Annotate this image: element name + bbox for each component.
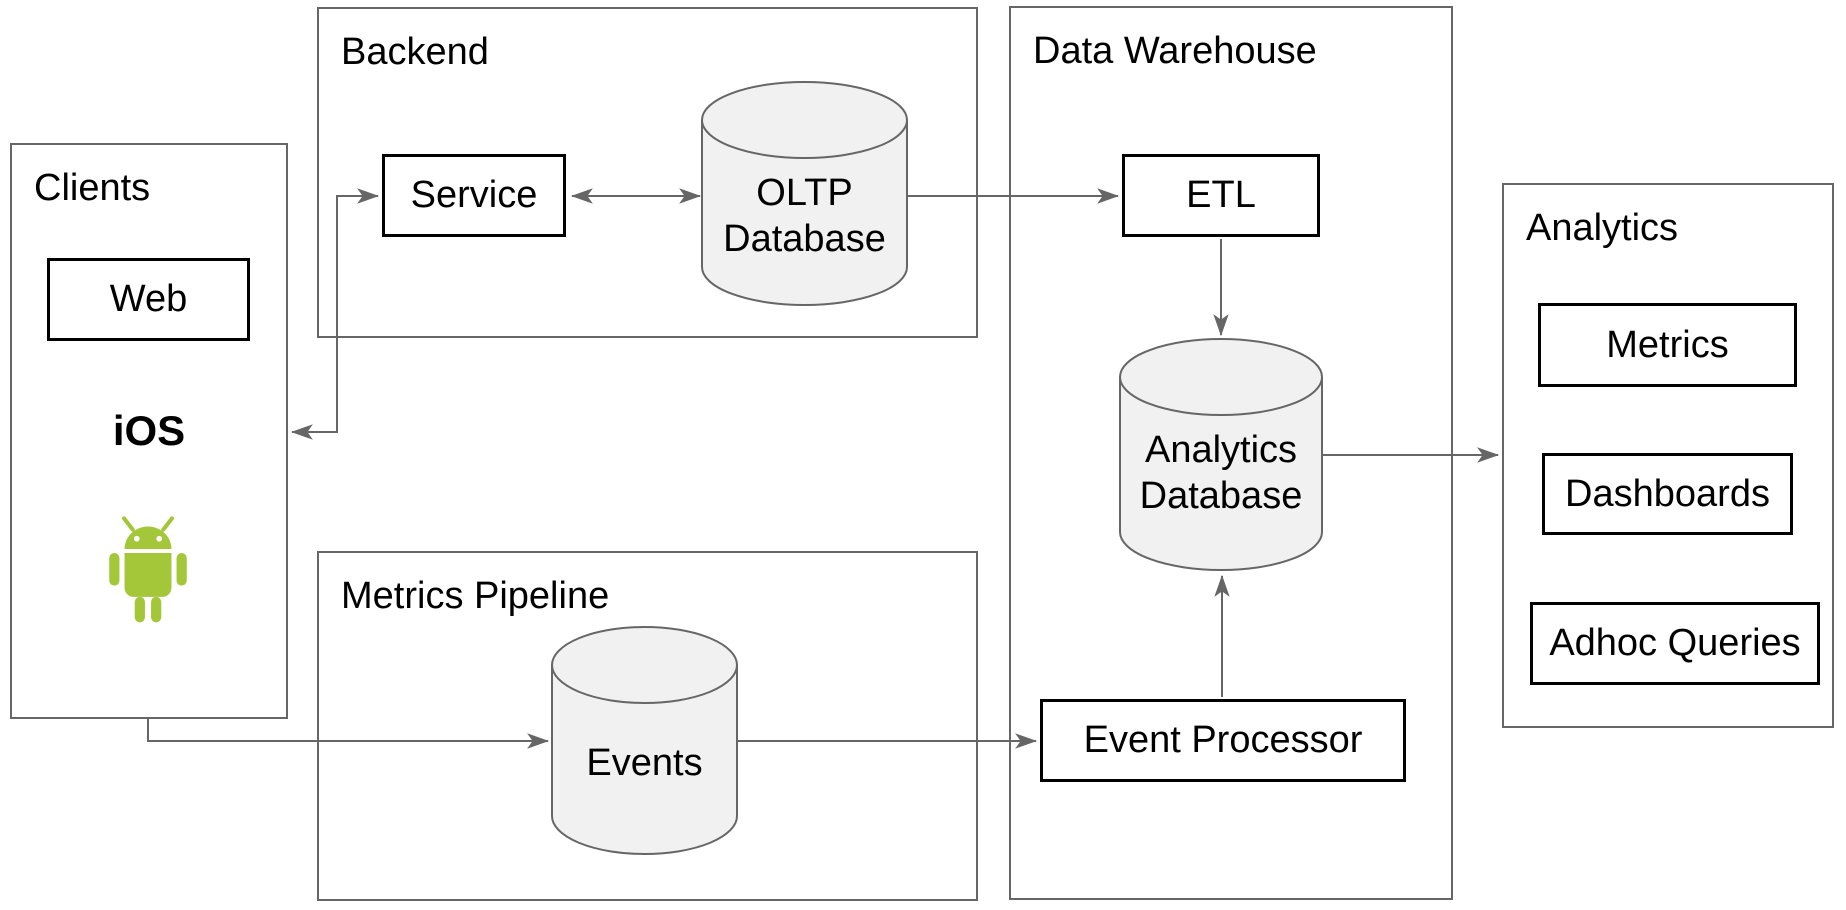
events-label: Events — [586, 742, 703, 784]
backend-group-label: Backend — [341, 31, 489, 73]
data-warehouse-group-label: Data Warehouse — [1033, 30, 1317, 72]
ios-node-label: iOS — [112, 407, 186, 454]
data-warehouse-group: Data Warehouse — [1009, 6, 1453, 900]
clients-group: Clients — [10, 143, 288, 719]
android-robot-icon — [109, 516, 187, 623]
adhoc-queries-node: Adhoc Queries — [1530, 602, 1820, 685]
web-node: Web — [47, 258, 250, 341]
metrics-pipeline-group-label: Metrics Pipeline — [341, 575, 610, 617]
metrics-node-label: Metrics — [1606, 323, 1729, 366]
event-processor-node: Event Processor — [1040, 699, 1406, 782]
backend-group: Backend — [317, 7, 978, 338]
metrics-pipeline-group: Metrics Pipeline — [317, 551, 978, 901]
oltp-database-label: OLTP Database — [723, 172, 886, 260]
analytics-group-label: Analytics — [1526, 207, 1679, 249]
etl-node: ETL — [1122, 154, 1320, 237]
adhoc-queries-node-label: Adhoc Queries — [1549, 622, 1801, 664]
service-node-label: Service — [410, 174, 538, 216]
analytics-group: Analytics — [1502, 183, 1834, 728]
service-node: Service — [382, 154, 566, 237]
event-processor-node-label: Event Processor — [1083, 719, 1363, 761]
dashboards-node: Dashboards — [1542, 453, 1793, 535]
clients-group-label: Clients — [34, 167, 151, 209]
dashboards-node-label: Dashboards — [1565, 472, 1770, 515]
web-node-label: Web — [109, 278, 188, 320]
analytics-database-label: Analytics Database — [1139, 429, 1303, 517]
android-node — [97, 514, 199, 645]
etl-node-label: ETL — [1186, 174, 1256, 216]
metrics-node: Metrics — [1538, 303, 1797, 387]
